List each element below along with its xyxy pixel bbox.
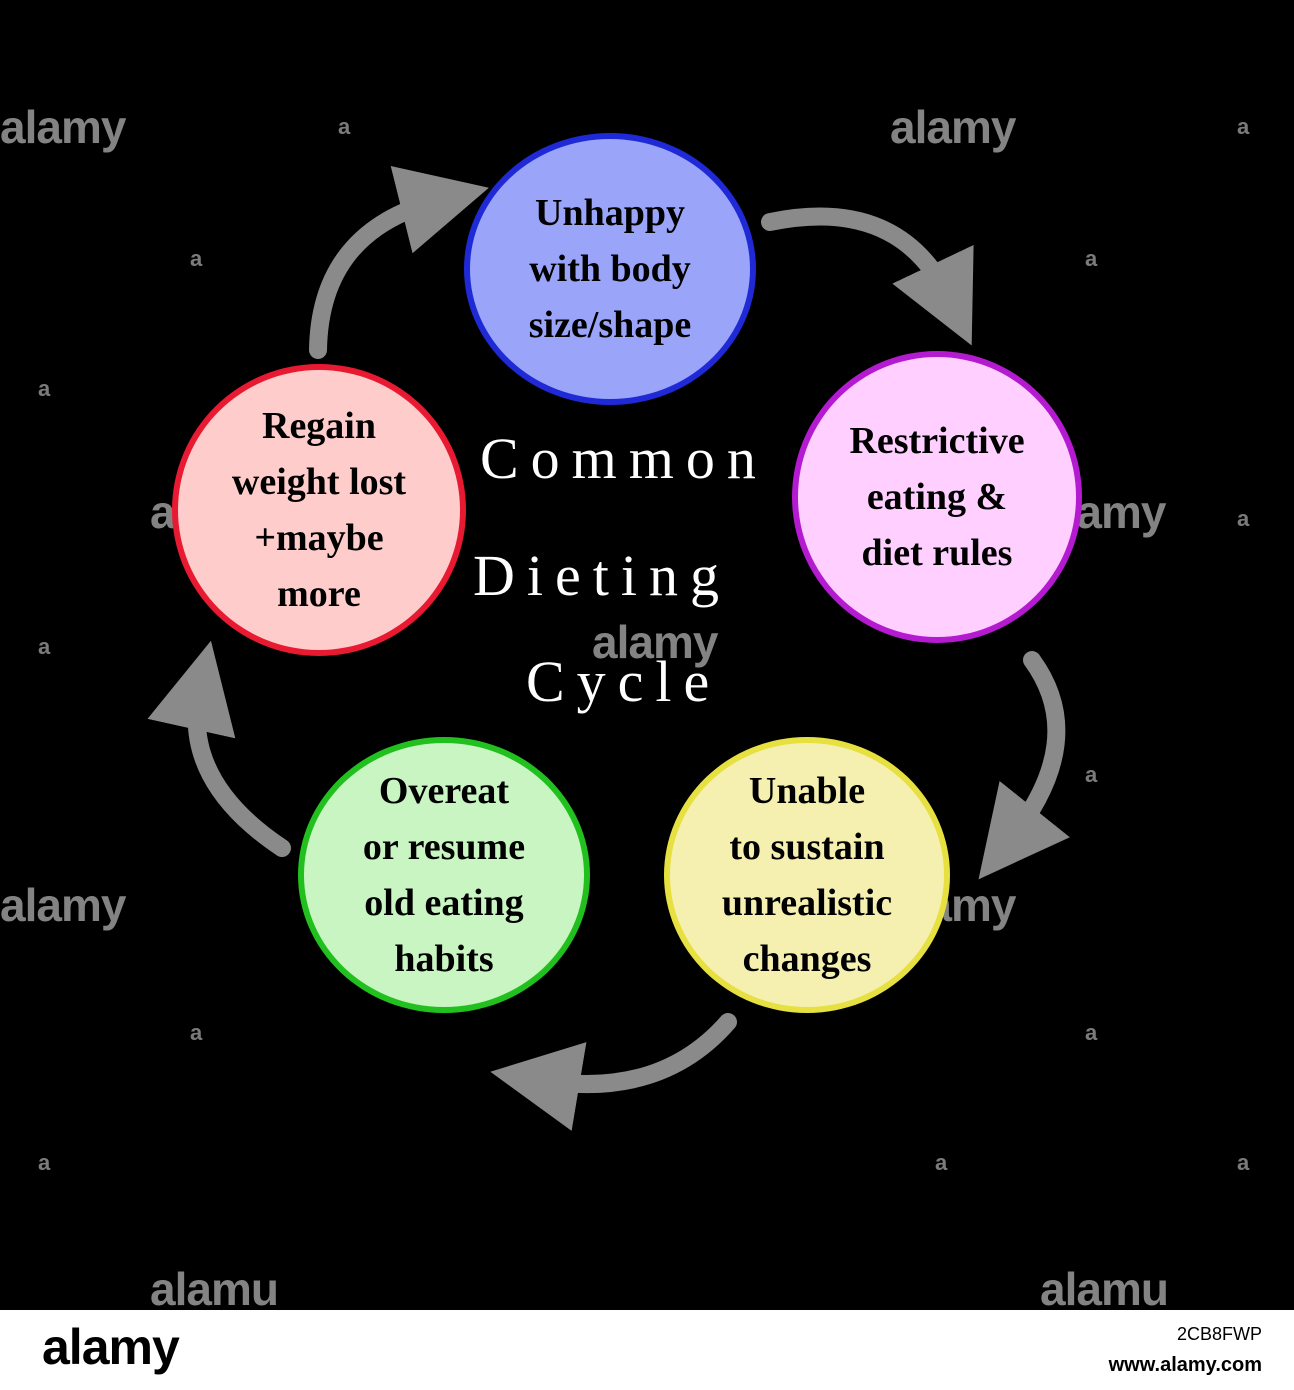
cycle-node-unable: Unable to sustain unrealistic changes [664, 737, 950, 1013]
node-label: Overeat or resume old eating habits [362, 770, 526, 980]
watermark-mark: a [190, 246, 203, 271]
arrow-restrictive-to-unable [978, 651, 1070, 880]
image-id: 2CB8FWP [1176, 1324, 1262, 1344]
watermark-mark: a [1237, 1150, 1250, 1175]
watermark-mark: a [190, 1020, 203, 1045]
watermark-mark: a [38, 1150, 51, 1175]
footer-url: www.alamy.com [1108, 1354, 1262, 1376]
watermark-mark: a [38, 376, 51, 401]
watermark-mark: a [1085, 1020, 1098, 1045]
node-label: Restrictive eating & diet rules [849, 420, 1025, 574]
watermark-mark: a [1237, 506, 1250, 531]
arrow-regain-to-unhappy [309, 165, 489, 359]
watermark-logo: alamy [0, 101, 126, 153]
arrow-unhappy-to-restrictive [761, 207, 974, 346]
watermark-mark: a [1085, 246, 1098, 271]
cycle-node-overeat: Overeat or resume old eating habits [298, 737, 590, 1013]
watermark-logo: alamu [1040, 1263, 1169, 1315]
node-label: Unable to sustain unrealistic changes [721, 770, 893, 980]
cycle-node-regain: Regain weight lost +maybe more [172, 364, 466, 656]
cycle-node-restrictive: Restrictive eating & diet rules [792, 351, 1082, 643]
arrow-overeat-to-regain [147, 640, 291, 857]
arrow-unable-to-overeat [490, 1013, 737, 1131]
watermark-logo: alamy [890, 101, 1016, 153]
footer-logo: alamy [42, 1319, 180, 1375]
watermark-mark: a [338, 114, 351, 139]
cycle-arrows [147, 165, 1070, 1131]
stock-footer: alamy 2CB8FWP www.alamy.com [0, 1310, 1294, 1390]
watermark-mark: a [935, 1150, 948, 1175]
watermark-logo: alamy [0, 879, 126, 931]
diagram-title-line: Dieting [473, 543, 731, 608]
watermark-mark: a [38, 634, 51, 659]
node-label: Unhappy with body size/shape [528, 192, 692, 346]
cycle-node-unhappy: Unhappy with body size/shape [464, 133, 756, 405]
watermark-logo: alamy [592, 616, 718, 668]
node-label: Regain weight lost +maybe more [231, 405, 407, 615]
watermark-mark: a [1085, 762, 1098, 787]
diagram-title-line: Common [480, 426, 768, 491]
diagram-title-line: Cycle [526, 649, 722, 714]
watermark-mark: a [1237, 114, 1250, 139]
watermark-logo: alamu [150, 1263, 279, 1315]
